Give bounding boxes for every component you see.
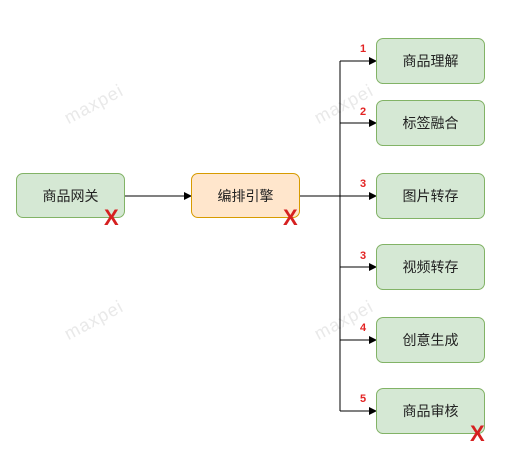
gateway-node: 商品网关 bbox=[16, 173, 125, 218]
step-number: 3 bbox=[360, 250, 367, 262]
step-node-creative: 创意生成 bbox=[376, 317, 485, 363]
step-label: 视频转存 bbox=[402, 260, 459, 276]
step-number: 5 bbox=[360, 393, 367, 405]
step-label: 商品理解 bbox=[402, 54, 459, 70]
review-fail-mark: X bbox=[470, 421, 485, 446]
step-label: 商品审核 bbox=[402, 404, 459, 420]
engine-node: 编排引擎 bbox=[191, 173, 300, 218]
gateway-fail-mark: X bbox=[104, 205, 119, 230]
step-number: 1 bbox=[360, 43, 367, 55]
step-node-understanding: 商品理解 bbox=[376, 38, 485, 84]
step-node-tag-fusion: 标签融合 bbox=[376, 100, 485, 146]
step-node-review: 商品审核 bbox=[376, 388, 485, 434]
engine-fail-mark: X bbox=[283, 205, 298, 230]
step-number: 4 bbox=[360, 322, 367, 334]
engine-label: 编排引擎 bbox=[217, 188, 274, 205]
step-label: 图片转存 bbox=[402, 189, 459, 205]
step-number: 3 bbox=[360, 178, 367, 190]
step-label: 标签融合 bbox=[402, 116, 459, 132]
gateway-label: 商品网关 bbox=[42, 188, 99, 205]
step-number: 2 bbox=[360, 106, 367, 118]
step-node-image-transfer: 图片转存 bbox=[376, 173, 485, 219]
step-node-video-transfer: 视频转存 bbox=[376, 244, 485, 290]
step-label: 创意生成 bbox=[402, 333, 459, 349]
